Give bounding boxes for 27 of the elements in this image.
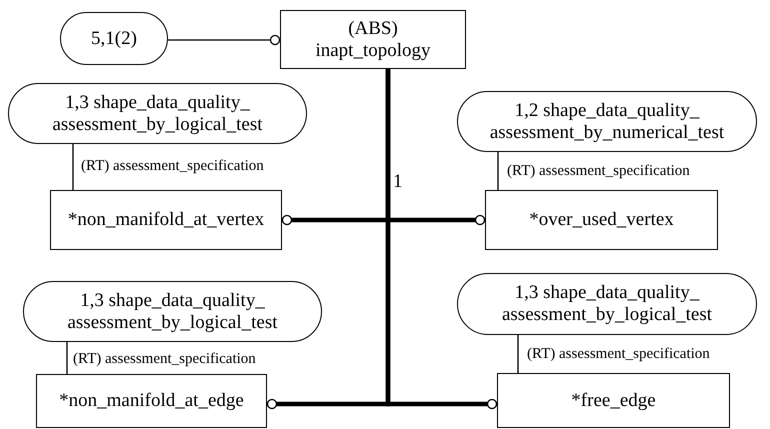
reference-label: 1,2 shape_data_quality_ assessment_by_numerical_test bbox=[488, 100, 726, 144]
edge-label: (RT) assessment_specification bbox=[526, 346, 711, 363]
relationship-line bbox=[72, 144, 74, 190]
reference-label: 1,3 shape_data_quality_ assessment_by_logical_test bbox=[500, 282, 714, 326]
entity-box bbox=[485, 190, 718, 250]
entity-name: *non_manifold_at_edge bbox=[59, 390, 244, 412]
relationship-line bbox=[168, 34, 280, 46]
reference-label: 1,3 shape_data_quality_ assessment_by_logical_test bbox=[66, 290, 279, 334]
entity-box bbox=[50, 190, 282, 250]
entity-name: (ABS) bbox=[348, 18, 398, 40]
edge-label: (RT) assessment_specification bbox=[506, 163, 691, 180]
relationship-line bbox=[497, 152, 499, 190]
reference-label: 5,1(2) bbox=[91, 28, 137, 50]
relationship-line bbox=[517, 335, 519, 373]
entity-name: inapt_topology bbox=[315, 40, 431, 62]
entity-box bbox=[497, 373, 730, 428]
entity-box bbox=[280, 10, 466, 69]
edge-label: (RT) assessment_specification bbox=[80, 158, 265, 175]
subtype-line bbox=[386, 69, 498, 410]
entity-name: *free_edge bbox=[571, 390, 656, 412]
entity-name: *over_used_vertex bbox=[529, 209, 674, 231]
cardinality-label: 1 bbox=[393, 172, 402, 192]
entity-box bbox=[36, 374, 267, 428]
relationship-line bbox=[66, 342, 68, 374]
entity-name: *non_manifold_at_vertex bbox=[68, 209, 264, 231]
edge-label: (RT) assessment_specification bbox=[72, 351, 257, 368]
reference-label: 1,3 shape_data_quality_ assessment_by_logical_test bbox=[51, 92, 264, 136]
